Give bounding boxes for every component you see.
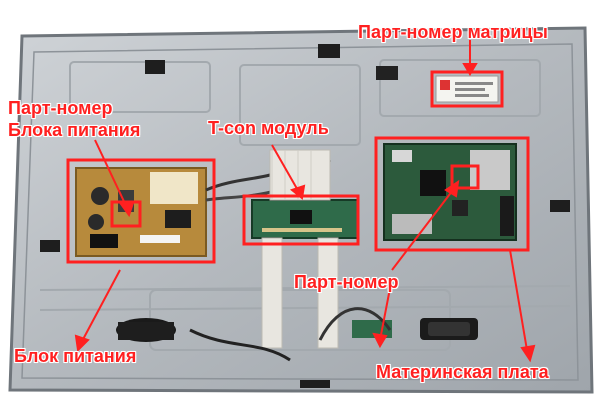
mainboard-highlight-box (374, 136, 530, 252)
main-part-highlight (450, 164, 480, 190)
label-motherboard: Материнская плата (376, 362, 549, 382)
label-psu-part-number-line2: Блока питания (8, 120, 141, 140)
psu-part-highlight (110, 200, 142, 228)
matrix-highlight-box (430, 70, 504, 108)
label-psu-part-number-line1: Парт-номер (8, 98, 113, 118)
psu-highlight-box (66, 158, 216, 264)
label-matrix-part-number: Парт-номер матрицы (358, 22, 548, 42)
label-power-supply: Блок питания (14, 346, 137, 366)
label-part-number: Парт-номер (294, 272, 399, 292)
label-tcon-module: T-con модуль (208, 118, 329, 138)
